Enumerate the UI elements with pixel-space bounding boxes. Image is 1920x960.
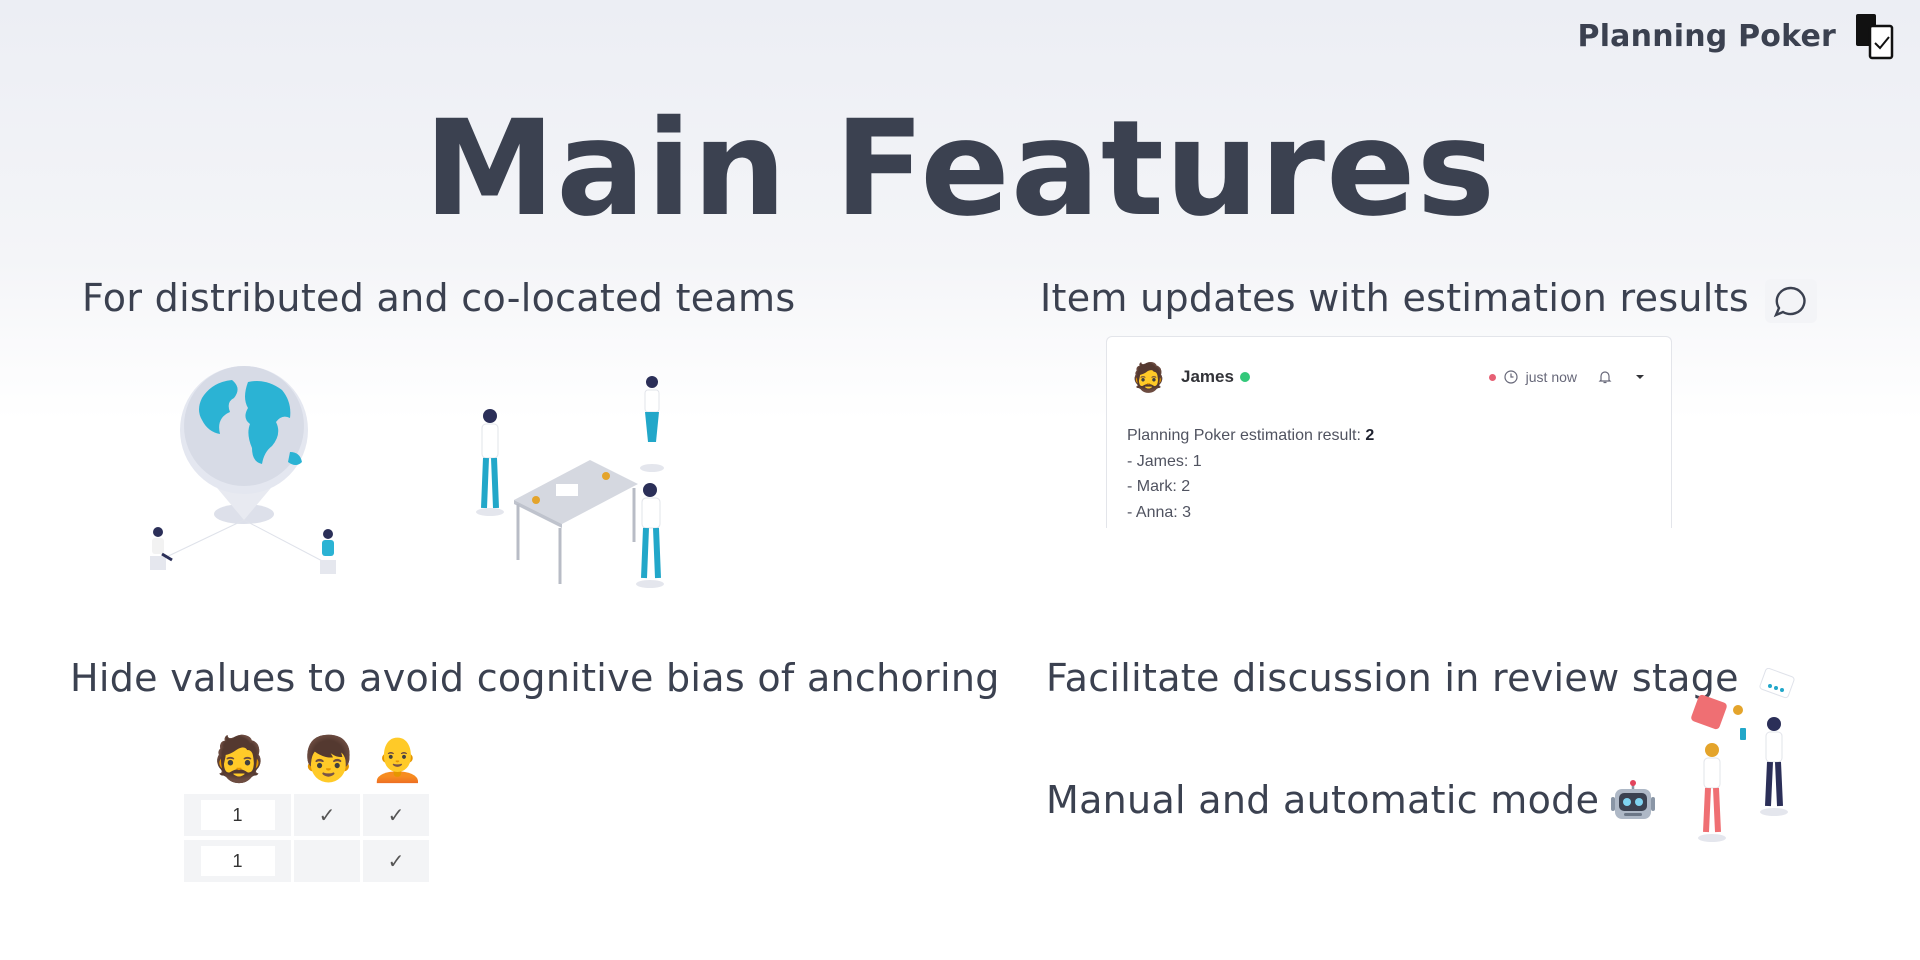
page-title: Main Features — [423, 92, 1497, 246]
avatar: 🧔 — [1131, 361, 1166, 393]
avatar: 🧑‍🦲 — [370, 734, 425, 785]
feature-heading-mode-text: Manual and automatic mode — [1046, 778, 1600, 822]
avatar: 👦 — [301, 734, 356, 785]
estimation-result-value: 2 — [1365, 427, 1375, 444]
vote-line: - Anna: 3 — [1127, 503, 1192, 521]
check-icon: ✓ — [318, 803, 336, 827]
card-body: Planning Poker estimation result: 2 - Ja… — [1127, 423, 1374, 525]
vote-avatars: 🧔 👦 🧑‍🦲 — [184, 728, 432, 790]
vote-value-cell: 1 — [184, 840, 291, 882]
online-status-dot — [1239, 372, 1250, 382]
check-icon: ✓ — [387, 849, 405, 873]
robot-icon — [1609, 779, 1657, 827]
table-row: 1 ✓ — [184, 840, 432, 882]
avatar: 🧔 — [211, 734, 267, 785]
bell-icon[interactable] — [1597, 369, 1613, 385]
clock-icon — [1504, 370, 1518, 384]
card-user-name: James — [1181, 367, 1234, 386]
vote-check-cell — [294, 840, 360, 882]
vote-line: - Mark: 2 — [1127, 478, 1191, 495]
vote-value: 1 — [200, 846, 275, 876]
team-meeting-illustration — [476, 376, 664, 588]
card-meta: just now — [1488, 369, 1647, 385]
feature-heading-distributed: For distributed and co-located teams — [82, 276, 796, 320]
feature-heading-mode: Manual and automatic mode — [1046, 778, 1657, 827]
vote-check-cell: ✓ — [363, 794, 429, 836]
table-row: 1 ✓ ✓ — [184, 794, 432, 836]
card-time: just now — [1525, 369, 1577, 385]
vote-value-cell: 1 — [184, 794, 291, 836]
globe-remote-illustration — [150, 366, 336, 574]
item-update-card: 🧔 James just now Planning Poker estimati… — [1106, 336, 1672, 528]
check-icon: ✓ — [387, 803, 405, 827]
cards-check-icon — [1856, 14, 1894, 60]
feature-heading-hide: Hide values to avoid cognitive bias of a… — [70, 656, 1000, 700]
vote-table: 🧔 👦 🧑‍🦲 1 ✓ ✓ 1 ✓ — [184, 728, 432, 882]
feature-heading-updates-text: Item updates with estimation results — [1040, 276, 1749, 320]
chat-bubble-icon — [1764, 278, 1817, 323]
brand-name: Planning Poker — [1577, 18, 1836, 54]
vote-line: - James: 1 — [1127, 452, 1202, 470]
vote-check-cell: ✓ — [294, 794, 360, 836]
estimation-result-line: Planning Poker estimation result: 2 — [1127, 427, 1375, 444]
unread-dot — [1488, 373, 1496, 381]
vote-value: 1 — [200, 800, 275, 830]
discussion-illustration — [1691, 668, 1795, 842]
feature-heading-discuss: Facilitate discussion in review stage — [1046, 656, 1739, 700]
vote-check-cell: ✓ — [363, 840, 429, 882]
feature-heading-updates: Item updates with estimation results — [1040, 276, 1817, 323]
brand: Planning Poker — [1578, 12, 1896, 60]
card-header: 🧔 James just now — [1131, 359, 1647, 395]
chevron-down-icon[interactable] — [1633, 370, 1647, 384]
